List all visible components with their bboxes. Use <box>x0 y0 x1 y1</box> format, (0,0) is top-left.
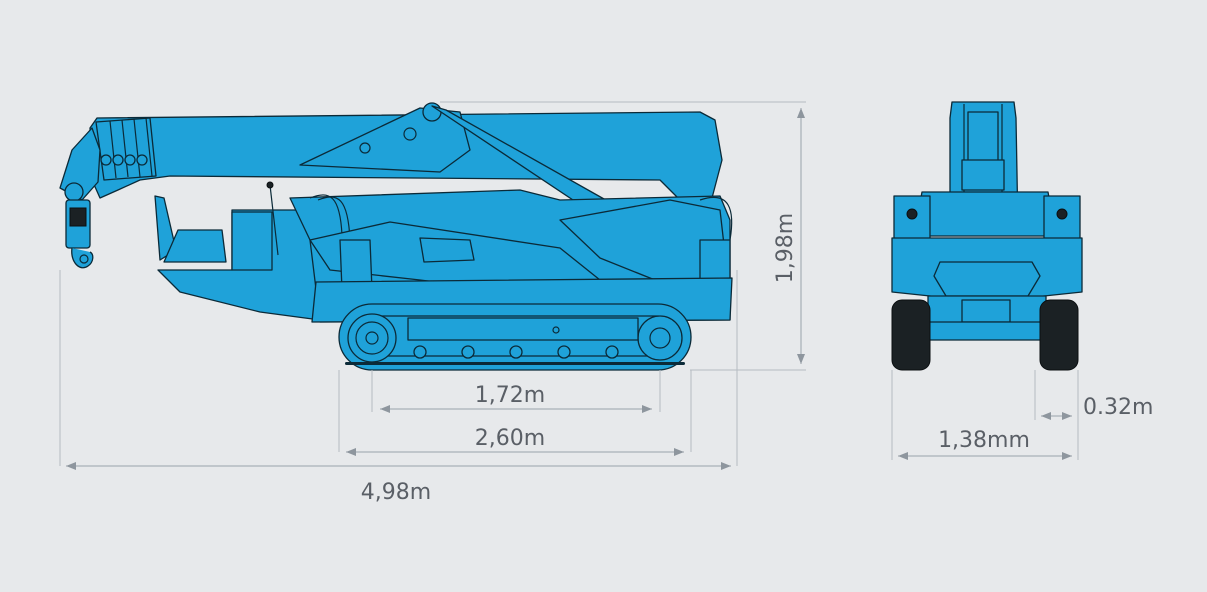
overall-width-label: 1,38mm <box>938 428 1030 453</box>
side-dimensions: 1,72m 2,60m 4,98m 1,98m <box>59 101 806 505</box>
track-length-label: 2,60m <box>475 426 545 451</box>
track-width-label: 0.32m <box>1083 395 1153 420</box>
overall-length-label: 4,98m <box>361 480 431 505</box>
track-roller-length-label: 1,72m <box>475 383 545 408</box>
height-label: 1,98m <box>773 213 798 283</box>
drive-sprocket <box>347 313 397 363</box>
tip-sheave <box>64 182 84 202</box>
crawler-track <box>338 303 692 371</box>
rear-track-left <box>891 299 931 371</box>
rear-dimensions: 1,38mm 0.32m <box>891 370 1153 460</box>
idler-wheel <box>637 315 683 361</box>
rear-view-crane <box>891 101 1083 371</box>
boom-sheave-plates <box>95 117 157 181</box>
side-view-crane <box>59 102 733 371</box>
engine-cover <box>231 211 273 271</box>
boom-link-plate <box>299 107 471 173</box>
outrigger-pad <box>699 239 731 281</box>
control-console <box>163 229 227 263</box>
rear-upper-body <box>913 191 1057 237</box>
hook-block <box>65 199 94 269</box>
rear-track-right <box>1039 299 1079 371</box>
